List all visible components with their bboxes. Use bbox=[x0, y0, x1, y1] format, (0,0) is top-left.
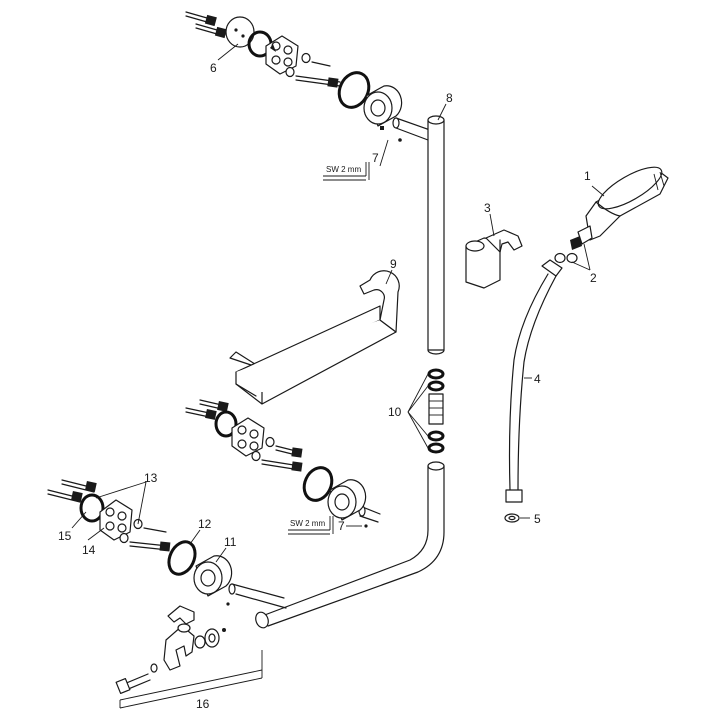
lower-rosette bbox=[193, 555, 233, 597]
callout-16: 16 bbox=[196, 697, 210, 711]
lower-allen-key-size: SW 2 mm bbox=[290, 519, 325, 528]
upper-cover-disc bbox=[225, 16, 255, 48]
callout-8: 8 bbox=[446, 91, 453, 105]
callout-11: 11 bbox=[224, 535, 237, 549]
shower-holder bbox=[465, 229, 523, 289]
shower-shelf bbox=[229, 270, 400, 405]
lower-allen-key: SW 2 mm bbox=[288, 516, 368, 535]
callout-9: 9 bbox=[390, 257, 397, 271]
upper-rosette bbox=[363, 85, 403, 127]
upper-allen-key: SW 2 mm bbox=[323, 162, 370, 181]
callout-2: 2 bbox=[590, 271, 597, 285]
group-bracket-16 bbox=[119, 650, 263, 709]
callout-4: 4 bbox=[534, 372, 541, 386]
upper-bracket-block bbox=[265, 35, 299, 75]
lower-o-ring bbox=[79, 493, 105, 523]
callout-labels: 1 2 3 4 5 6 7 7 8 9 10 11 12 13 14 15 16 bbox=[58, 61, 597, 711]
lower-bracket-block bbox=[99, 499, 133, 541]
vertical-shower-rail bbox=[392, 115, 445, 355]
callout-14: 14 bbox=[82, 543, 96, 557]
hose-connector-elbow bbox=[115, 605, 226, 695]
callout-5: 5 bbox=[534, 512, 541, 526]
rail-connector-set bbox=[427, 368, 445, 454]
lower-bent-rail bbox=[228, 461, 445, 629]
upper-allen-key-size: SW 2 mm bbox=[326, 165, 361, 174]
callout-3: 3 bbox=[484, 201, 491, 215]
shower-hose bbox=[505, 259, 563, 503]
lower-wall-bracket-assembly bbox=[47, 479, 233, 606]
hand-shower bbox=[570, 166, 669, 250]
callout-10: 10 bbox=[388, 405, 402, 419]
hose-washers bbox=[554, 252, 578, 264]
callout-15: 15 bbox=[58, 529, 72, 543]
callout-13: 13 bbox=[144, 471, 158, 485]
upper-screw-pair bbox=[185, 11, 227, 39]
middle-wall-bracket-assembly bbox=[185, 399, 367, 521]
lower-large-o-ring bbox=[167, 540, 197, 576]
callout-7-upper: 7 bbox=[372, 151, 379, 165]
leader-lines bbox=[71, 43, 605, 563]
callout-1: 1 bbox=[584, 169, 591, 183]
callout-6: 6 bbox=[210, 61, 217, 75]
callout-12: 12 bbox=[198, 517, 212, 531]
upper-wall-bracket-assembly bbox=[185, 11, 403, 142]
callout-7-lower: 7 bbox=[338, 519, 345, 533]
